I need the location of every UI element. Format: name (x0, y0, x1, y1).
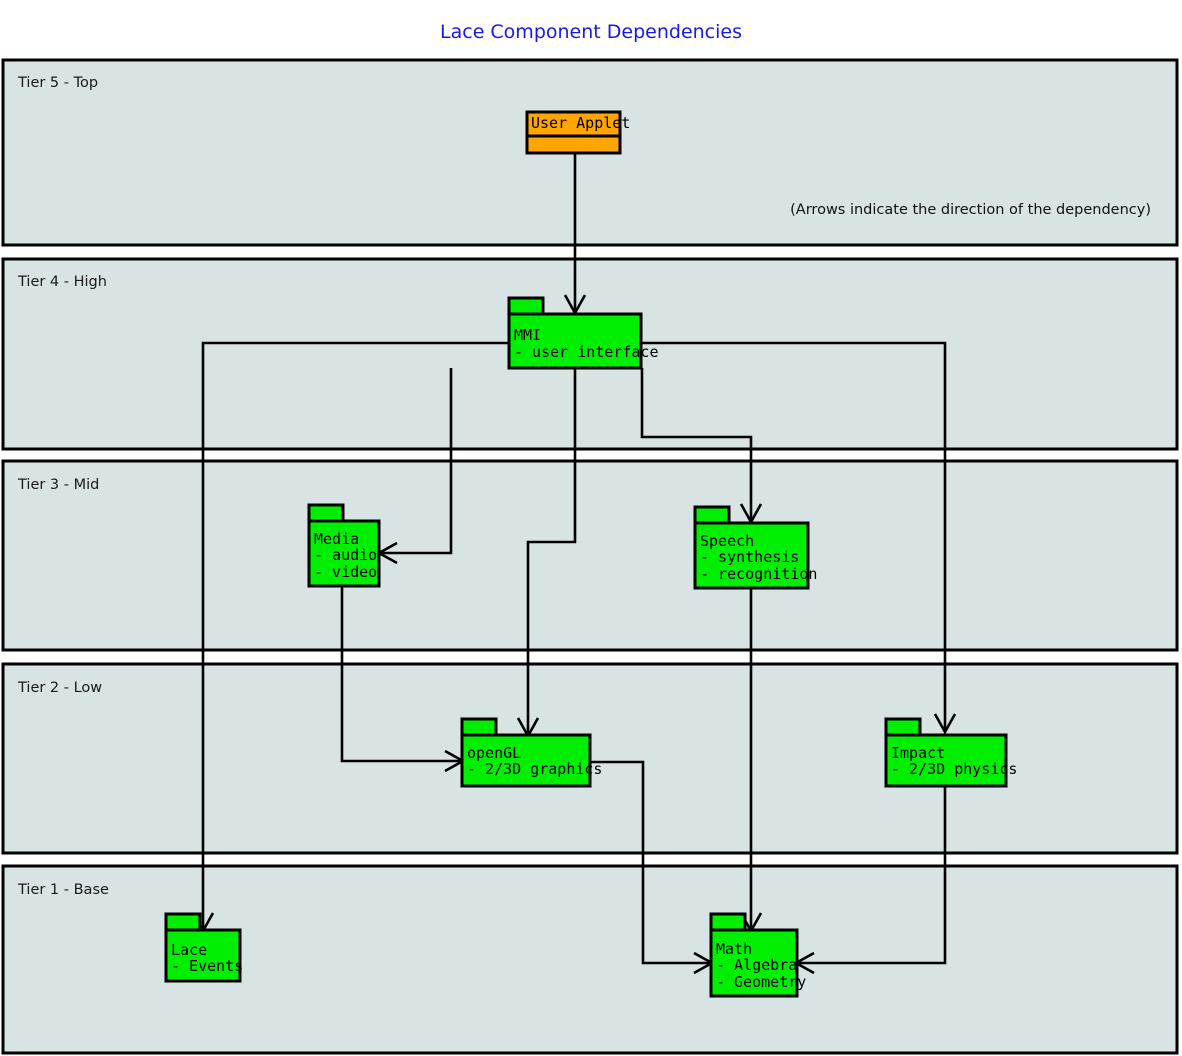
package-label-math-line3: - Geometry (716, 973, 806, 991)
package-impact[interactable]: Impact - 2/3D physics (884, 717, 1017, 788)
package-label-math-line1: Math (716, 940, 752, 958)
tier-label-tier3: Tier 3 - Mid (17, 477, 99, 493)
package-user-applet[interactable]: User Applet (525, 110, 630, 155)
package-lace[interactable]: Lace - Events (164, 912, 243, 983)
package-label-speech-line3: - recognition (700, 565, 817, 583)
package-label-user-applet: User Applet (531, 114, 630, 132)
tier-label-tier5: Tier 5 - Top (17, 75, 98, 91)
package-label-speech-line2: - synthesis (700, 548, 799, 566)
arrowhead-impact-top (933, 713, 957, 735)
tier-label-tier4: Tier 4 - High (17, 274, 107, 290)
package-label-media-line2: - audio (314, 546, 377, 564)
package-label-mmi-line2: - user interface (514, 343, 659, 361)
connector-mmi-to-lace (201, 341, 509, 930)
package-label-math-line2: - Algebra (716, 956, 797, 974)
package-label-opengl-line2: - 2/3D graphics (467, 760, 602, 778)
package-label-lace-line2: - Events (171, 957, 243, 975)
arrow-direction-note: (Arrows indicate the direction of the de… (790, 202, 1151, 218)
package-media[interactable]: Media - audio - video (307, 503, 381, 588)
connector-mmi-to-opengl (526, 368, 577, 735)
package-label-speech-line1: Speech (700, 532, 754, 550)
package-label-lace-line1: Lace (171, 941, 207, 959)
connector-opengl-to-math (590, 760, 711, 965)
page-title: Lace Component Dependencies (440, 21, 742, 43)
package-mmi[interactable]: MMI - user interface (507, 296, 659, 370)
connector-mmi-to-speech (640, 368, 753, 521)
tier-label-tier2: Tier 2 - Low (17, 680, 102, 696)
package-opengl[interactable]: openGL - 2/3D graphics (460, 717, 602, 788)
connector-mmi-to-impact (641, 341, 947, 731)
package-label-media-line1: Media (314, 530, 359, 548)
connector-mmi-to-media (380, 368, 453, 555)
connector-media-to-opengl (340, 586, 462, 763)
package-label-impact-line1: Impact (891, 744, 945, 762)
tier-label-tier1: Tier 1 - Base (17, 882, 109, 898)
package-label-opengl-line1: openGL (467, 744, 521, 762)
package-label-mmi-line1: MMI (514, 326, 541, 344)
package-speech[interactable]: Speech - synthesis - recognition (693, 505, 817, 590)
connector-impact-to-math (797, 786, 947, 965)
dependency-connectors (191, 153, 957, 975)
package-math[interactable]: Math - Algebra - Geometry (709, 912, 806, 998)
package-label-impact-line2: - 2/3D physics (891, 760, 1017, 778)
package-label-media-line3: - video (314, 563, 377, 581)
tier-band-tier3: Tier 3 - Mid (1, 459, 1179, 652)
